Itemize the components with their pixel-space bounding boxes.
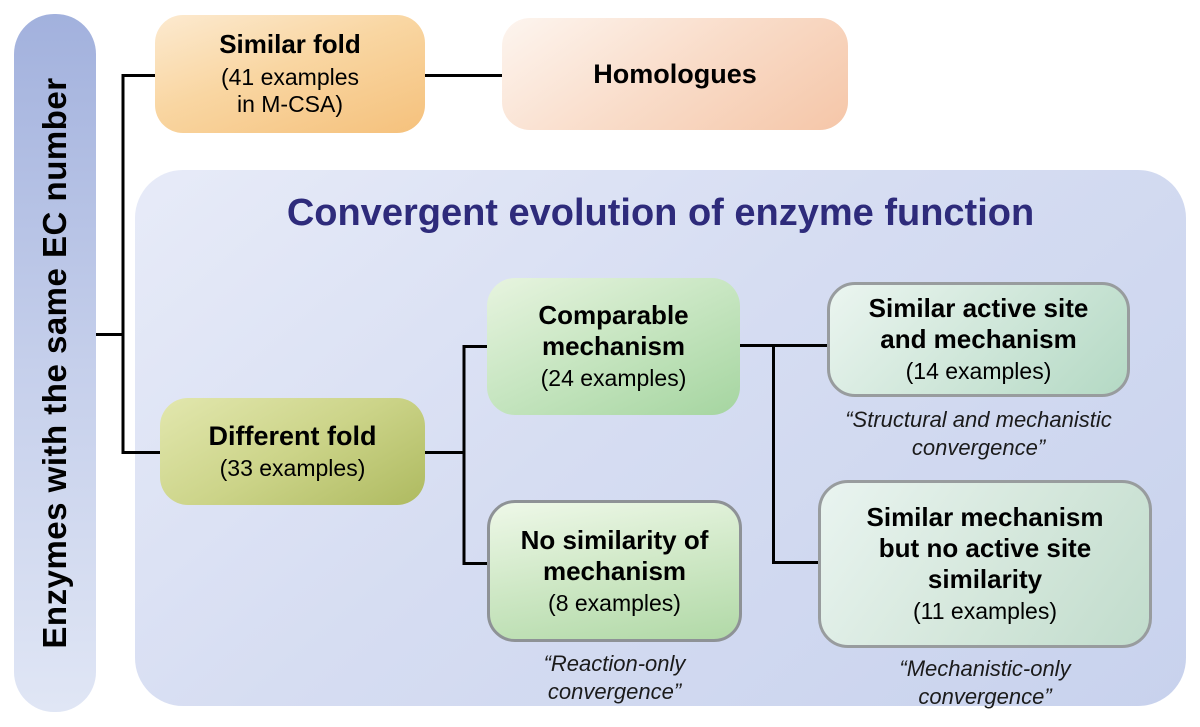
similar-active-site-note: (14 examples): [905, 358, 1052, 385]
homologues-box: Homologues: [502, 18, 848, 130]
similar-mechanism-title: Similar mechanism but no active site sim…: [866, 501, 1104, 595]
different-fold-box: Different fold (33 examples): [160, 398, 425, 505]
similar-fold-note: (41 examples in M-CSA): [220, 63, 360, 118]
homologues-title: Homologues: [593, 58, 757, 89]
mechanistic-only-convergence-quote: “Mechanistic-only convergence”: [899, 656, 1071, 709]
panel-title: Convergent evolution of enzyme function: [286, 192, 1035, 234]
similar-active-site-title: Similar active site and mechanism: [868, 293, 1089, 355]
similar-mechanism-note: (11 examples): [912, 598, 1058, 625]
structural-convergence-quote: “Structural and mechanistic convergence”: [845, 407, 1112, 460]
comparable-mechanism-box: Comparable mechanism (24 examples): [487, 278, 740, 415]
similar-mechanism-box: Similar mechanism but no active site sim…: [818, 480, 1152, 648]
different-fold-note: (33 examples): [219, 455, 366, 482]
similar-active-site-box: Similar active site and mechanism (14 ex…: [827, 282, 1130, 397]
no-similarity-title: No similarity of mechanism: [520, 524, 709, 586]
different-fold-title: Different fold: [208, 421, 377, 451]
similar-fold-box: Similar fold (41 examples in M-CSA): [155, 15, 425, 133]
no-similarity-box: No similarity of mechanism (8 examples): [487, 500, 742, 642]
comparable-mechanism-note: (24 examples): [540, 365, 687, 392]
ec-number-sidebar-label: Enzymes with the same EC number: [36, 77, 73, 649]
similar-fold-title: Similar fold: [219, 29, 361, 60]
reaction-only-convergence-quote: “Reaction-only convergence”: [543, 651, 686, 704]
comparable-mechanism-title: Comparable mechanism: [538, 300, 689, 362]
ec-number-sidebar: Enzymes with the same EC number: [14, 14, 96, 712]
no-similarity-note: (8 examples): [548, 589, 681, 616]
